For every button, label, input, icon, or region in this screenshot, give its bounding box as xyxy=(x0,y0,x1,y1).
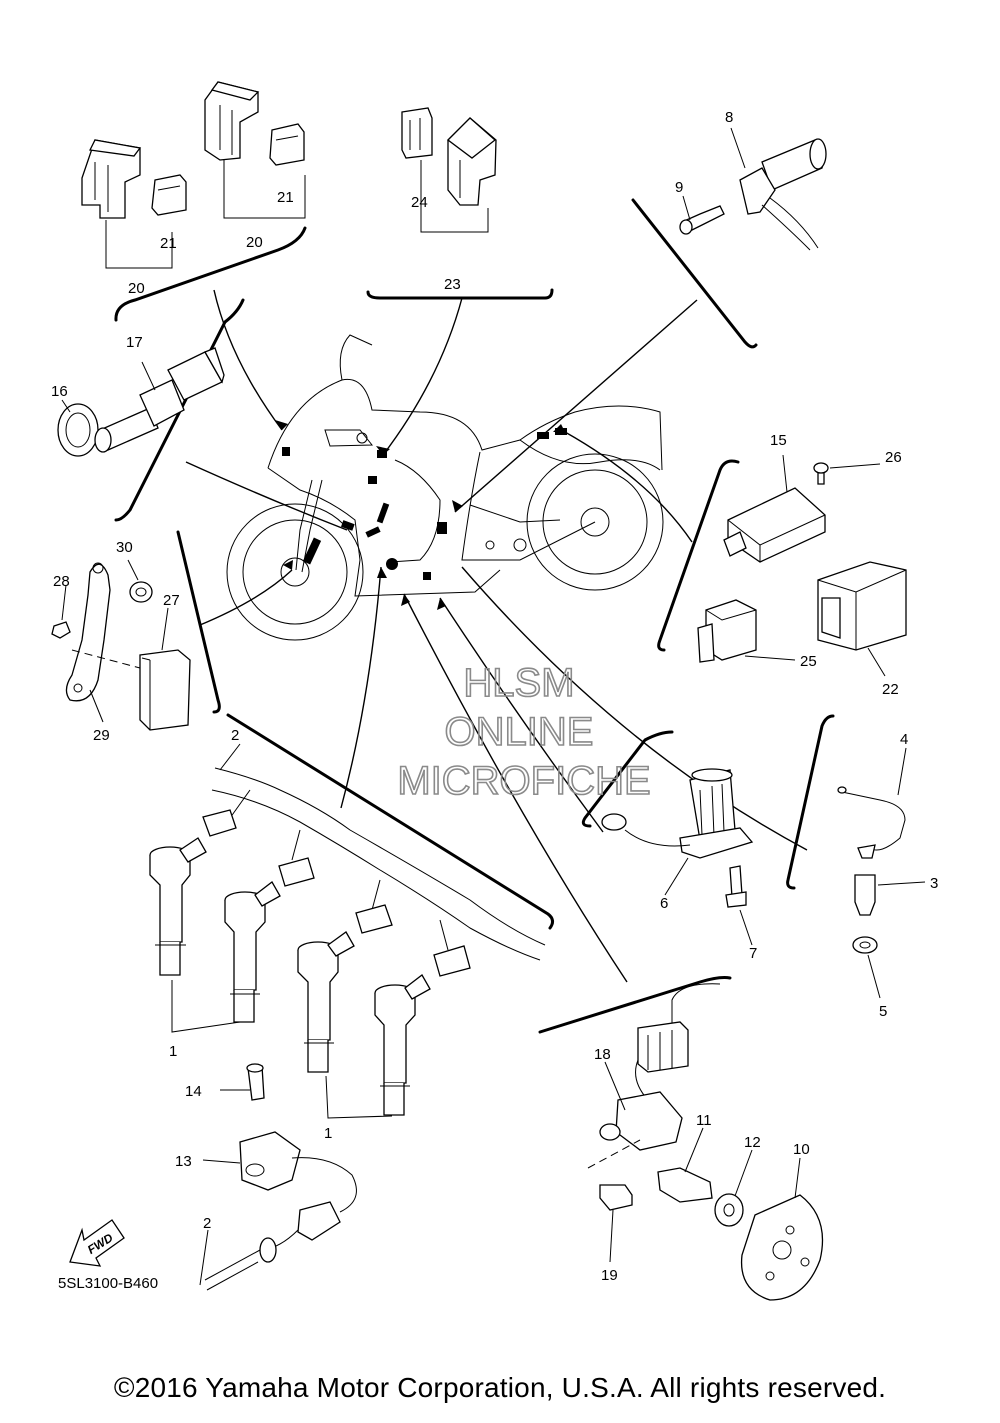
callout-30: 30 xyxy=(116,539,133,556)
callout-22: 22 xyxy=(882,681,899,698)
callout-26: 26 xyxy=(885,449,902,466)
diagram-code: 5SL3100-B460 xyxy=(58,1275,158,1292)
callout-15: 15 xyxy=(770,432,787,449)
callout-21: 21 xyxy=(277,189,294,206)
callout-29: 29 xyxy=(93,727,110,744)
temp-sensor xyxy=(57,347,225,457)
callout-3: 3 xyxy=(930,875,938,892)
watermark-line-3: MICROFICHE xyxy=(397,759,650,803)
control-units xyxy=(697,462,907,663)
callout-24: 24 xyxy=(411,194,428,211)
callout-2: 2 xyxy=(231,727,239,744)
callout-20: 20 xyxy=(246,234,263,251)
sensor-13 xyxy=(204,1063,357,1291)
callout-7: 7 xyxy=(749,945,757,962)
callout-4: 4 xyxy=(900,731,908,748)
callout-19: 19 xyxy=(601,1267,618,1284)
callout-13: 13 xyxy=(175,1153,192,1170)
copyright-notice: ©2016 Yamaha Motor Corporation, U.S.A. A… xyxy=(113,1372,887,1403)
callout-5: 5 xyxy=(879,1003,887,1020)
fwd-arrow xyxy=(69,1219,125,1267)
watermark-line-1: HLSM xyxy=(463,661,574,705)
relay-group-center xyxy=(401,107,497,233)
callout-11: 11 xyxy=(696,1112,712,1129)
callout-leaders xyxy=(61,127,926,1286)
callout-6: 6 xyxy=(660,895,668,912)
callout-1: 1 xyxy=(324,1125,332,1142)
callout-14: 14 xyxy=(185,1083,202,1100)
callout-8: 8 xyxy=(725,109,733,126)
speed-sensor xyxy=(679,138,827,251)
callout-12: 12 xyxy=(744,1134,761,1151)
bracket-parts xyxy=(51,562,191,731)
motorcycle-outline xyxy=(226,334,664,641)
coil-4 xyxy=(374,974,431,1116)
callout-numbers: 20 21 20 21 24 23 8 9 17 16 15 26 25 22 … xyxy=(51,109,938,1284)
callout-18: 18 xyxy=(594,1046,611,1063)
location-markers xyxy=(282,428,567,580)
callout-28: 28 xyxy=(53,573,70,590)
callout-16: 16 xyxy=(51,383,68,400)
coil-1 xyxy=(149,837,207,976)
group-brackets xyxy=(114,198,835,1034)
callout-25: 25 xyxy=(800,653,817,670)
callout-2: 2 xyxy=(203,1215,211,1232)
coil-2 xyxy=(224,881,281,1023)
callout-27: 27 xyxy=(163,592,180,609)
callout-9: 9 xyxy=(675,179,683,196)
watermark: HLSM ONLINE MICROFICHE xyxy=(397,660,652,804)
harness-and-coils xyxy=(149,767,546,1119)
sensor-3-4-5 xyxy=(837,786,906,954)
callout-17: 17 xyxy=(126,334,143,351)
watermark-line-2: ONLINE xyxy=(445,710,594,754)
pickup-parts xyxy=(587,983,824,1301)
callout-20: 20 xyxy=(128,280,145,297)
callout-23: 23 xyxy=(444,276,461,293)
callout-21: 21 xyxy=(160,235,177,252)
sensor-6 xyxy=(601,768,754,908)
callout-10: 10 xyxy=(793,1141,810,1158)
relay-group-left xyxy=(81,81,306,269)
callout-1: 1 xyxy=(169,1043,177,1060)
coil-3 xyxy=(297,931,355,1073)
